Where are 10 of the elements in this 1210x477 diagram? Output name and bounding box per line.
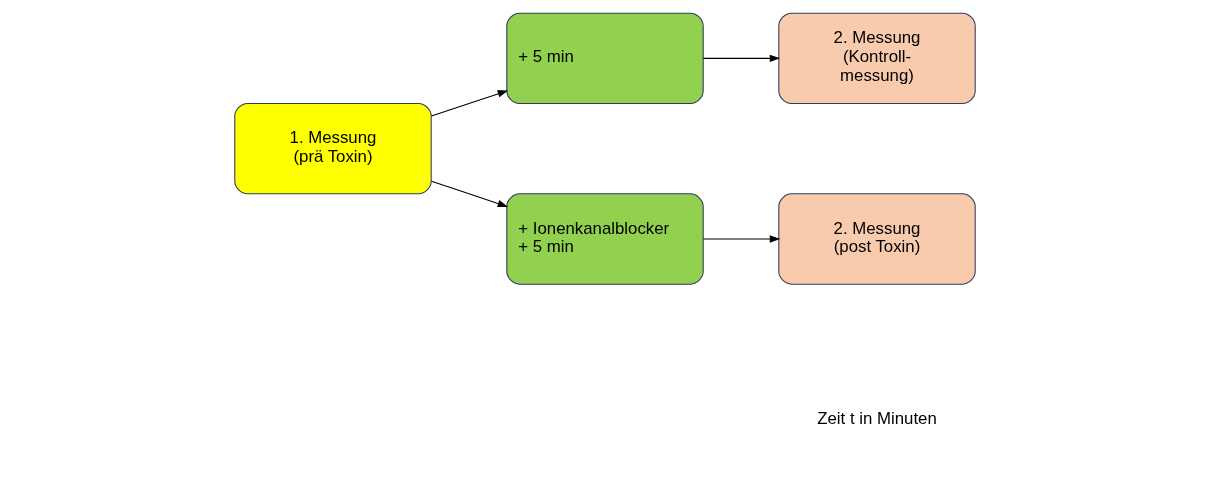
node-box: + 5 min xyxy=(506,12,704,104)
label: Zeit t in Minuten xyxy=(817,408,937,428)
arrow xyxy=(702,54,781,62)
node-box: + Ionenkanalblocker + 5 min xyxy=(506,192,704,285)
node-box: 2. Messung (post Toxin) xyxy=(778,192,976,285)
node-box: 2. Messung (Kontroll- messung) xyxy=(778,12,976,104)
arrow xyxy=(702,234,781,243)
node-box: 1. Messung (prä Toxin) xyxy=(234,102,432,194)
arrow xyxy=(430,89,509,117)
arrow xyxy=(430,180,509,207)
